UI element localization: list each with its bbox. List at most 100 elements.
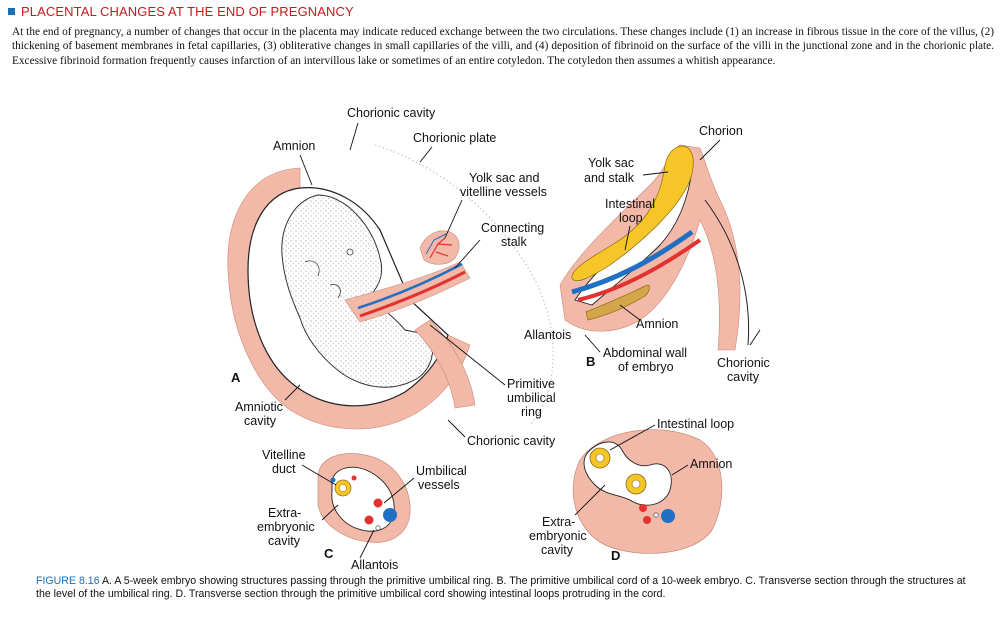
leader-chorion — [699, 139, 721, 161]
label-extraembryonic-c-1: Extra- — [268, 506, 301, 520]
panel-d-artery-2 — [643, 516, 651, 524]
label-amnion-a: Amnion — [273, 139, 315, 153]
leader-amnion-b — [619, 304, 641, 321]
label-chorion: Chorion — [699, 124, 743, 138]
panel-d-drawing — [572, 429, 723, 554]
leader-connecting-stalk — [454, 239, 481, 269]
leader-extraembryonic-c — [321, 504, 339, 521]
panel-c-vitelline-vessel-red — [351, 475, 357, 481]
label-extraembryonic-c-2: embryonic — [257, 520, 315, 534]
label-amniotic-cavity-1: Amniotic — [235, 400, 283, 414]
label-allantois-a: Allantois — [524, 328, 571, 342]
leader-intestinal-loop-d — [609, 424, 656, 451]
panel-letter-b: B — [586, 354, 595, 369]
label-vitelline-duct-1: Vitelline — [262, 448, 306, 462]
leader-amnion-d — [671, 464, 689, 476]
label-yolk-sac-stalk-2: and stalk — [584, 171, 635, 185]
leader-chorionic-cavity-b — [749, 329, 761, 346]
panel-c-vitelline-vessel-blue — [330, 477, 336, 483]
label-abdominal-wall-2: of embryo — [618, 360, 674, 374]
embryo-body — [281, 194, 434, 388]
label-chorionic-cavity-bottom: Chorionic cavity — [467, 434, 556, 448]
panel-c-allantois — [375, 525, 381, 531]
leader-chorionic-cavity-bottom — [447, 419, 466, 438]
label-connecting-stalk-1: Connecting — [481, 221, 544, 235]
chorionic-cavity-outline — [374, 144, 554, 426]
label-intestinal-loop-b-1: Intestinal — [605, 197, 655, 211]
panel-a-leaders — [284, 122, 506, 438]
label-amnion-d: Amnion — [690, 457, 732, 471]
panel-b-vein — [571, 229, 694, 295]
label-amniotic-cavity-2: cavity — [244, 414, 277, 428]
panel-d-vein — [661, 509, 675, 523]
panel-b-drawing — [559, 144, 750, 351]
figure-8-16: Chorionic cavity Amnion Chorionic plate … — [227, 106, 770, 572]
leader-amnion — [299, 154, 313, 186]
panel-b-yolk-sac — [571, 145, 694, 282]
label-primitive-ring-1: Primitive — [507, 377, 555, 391]
vitelline-vessels-blue — [425, 233, 447, 255]
leader-primitive-ring — [429, 324, 506, 386]
panel-c-drawing — [317, 453, 411, 543]
label-umbilical-vessels-1: Umbilical — [416, 464, 467, 478]
leader-abdominal-wall — [584, 334, 601, 353]
panel-c-leaders — [301, 464, 415, 559]
label-extraembryonic-d-3: cavity — [541, 543, 574, 557]
label-extraembryonic-c-3: cavity — [268, 534, 301, 548]
panel-c-artery-1 — [373, 498, 383, 508]
label-primitive-ring-3: ring — [521, 405, 542, 419]
panel-a-vein — [357, 262, 463, 310]
vitelline-vessels — [429, 237, 453, 259]
label-amnion-b: Amnion — [636, 317, 678, 331]
panel-a-drawing — [227, 144, 554, 430]
panel-c-artery-2 — [364, 515, 374, 525]
panel-b-intestinal-loop — [585, 284, 650, 321]
leader-chorionic-cavity-top — [349, 122, 359, 151]
leader-intestinal-loop-b — [624, 225, 631, 251]
panel-d-artery-1 — [639, 504, 647, 512]
label-chorionic-cavity-b-1: Chorionic — [717, 356, 770, 370]
panel-letter-c: C — [324, 546, 334, 561]
label-chorionic-cavity-top: Chorionic cavity — [347, 106, 436, 120]
figure-number: FIGURE 8.16 — [36, 575, 100, 587]
label-yolk-sac-vitelline-2: vitelline vessels — [460, 185, 547, 199]
label-intestinal-loop-b-2: loop — [619, 211, 643, 225]
label-allantois-c: Allantois — [351, 558, 398, 572]
chorionic-plate — [414, 319, 476, 409]
panel-b-artery — [577, 238, 702, 302]
embryo-limb-bud — [304, 260, 341, 299]
label-yolk-sac-stalk-1: Yolk sac — [588, 156, 634, 170]
leader-extraembryonic-d — [574, 484, 606, 516]
embryo-eye — [346, 248, 354, 256]
leader-yolk-sac-stalk — [642, 171, 669, 176]
panel-d-intestine-1-lumen — [595, 453, 605, 463]
label-extraembryonic-d-2: embryonic — [529, 529, 587, 543]
label-umbilical-vessels-2: vessels — [418, 478, 460, 492]
section-heading: PLACENTAL CHANGES AT THE END OF PREGNANC… — [8, 4, 354, 19]
label-intestinal-loop-d: Intestinal loop — [657, 417, 734, 431]
label-yolk-sac-vitelline-1: Yolk sac and — [469, 171, 539, 185]
figure-caption: FIGURE 8.16 A. A 5-week embryo showing s… — [36, 575, 976, 601]
label-primitive-ring-2: umbilical — [507, 391, 556, 405]
yolk-sac — [419, 230, 460, 265]
panel-c-vitelline-lumen — [339, 484, 347, 492]
panel-c-vein — [383, 508, 397, 522]
leader-chorionic-plate — [419, 146, 433, 163]
label-extraembryonic-d-1: Extra- — [542, 515, 575, 529]
panel-letter-a: A — [231, 370, 241, 385]
leader-yolk-sac — [444, 199, 463, 239]
panel-a-artery — [359, 270, 466, 318]
label-chorionic-cavity-b-2: cavity — [727, 370, 760, 384]
label-connecting-stalk-2: stalk — [501, 235, 527, 249]
leader-vitelline-duct — [301, 464, 337, 486]
label-abdominal-wall-1: Abdominal wall — [603, 346, 687, 360]
leader-umbilical-vessels — [383, 477, 415, 504]
panel-d-allantois — [653, 512, 659, 518]
figure-caption-text: A. A 5-week embryo showing structures pa… — [36, 575, 966, 600]
heading-bullet-icon — [8, 8, 15, 15]
panel-letter-d: D — [611, 548, 620, 563]
body-paragraph: At the end of pregnancy, a number of cha… — [12, 26, 994, 67]
leader-amniotic-cavity — [284, 384, 301, 401]
label-chorionic-plate: Chorionic plate — [413, 131, 496, 145]
panel-b-leaders — [584, 139, 761, 353]
